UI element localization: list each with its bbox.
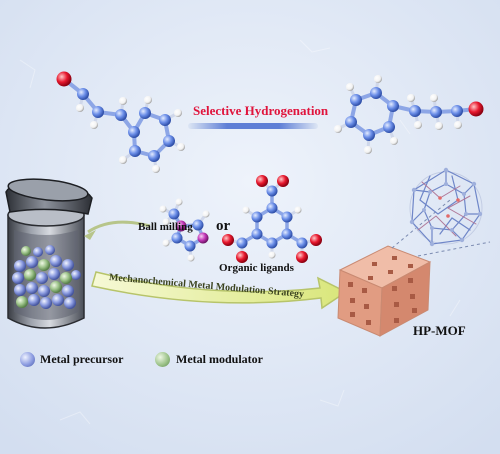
oxygen-atom (468, 101, 484, 117)
metal-modulator-legend-icon (155, 352, 170, 367)
carbon-atom (139, 107, 151, 119)
metal-precursor-legend-icon (20, 352, 35, 367)
zoom-line (391, 199, 451, 249)
ball-milling-arrow (87, 220, 151, 234)
hydrogen-atom (430, 94, 438, 102)
hydrogen-atom (119, 156, 127, 164)
organic-ligands-label: Organic ligands (219, 262, 294, 274)
hydrogen-atom (174, 109, 182, 117)
nitrogen-atom (175, 220, 187, 232)
hydrogen-atom (177, 143, 185, 151)
hydrogen-atom (119, 97, 127, 105)
carbon-atom (159, 114, 171, 126)
hydrogen-atom (90, 121, 98, 129)
hydrogen-atom (454, 121, 462, 129)
carbon-atom (192, 219, 204, 231)
background-texture (19, 39, 461, 425)
metal-precursor-legend-label: Metal precursor (40, 352, 124, 366)
hp-mof-cube (337, 245, 432, 337)
carbon-atom (128, 126, 140, 138)
carbon-atom (129, 145, 141, 157)
cinnamaldehyde-molecule (56, 71, 185, 173)
hydrogen-atom (346, 83, 354, 91)
oxygen-atom (256, 175, 268, 187)
metal-modulator-legend-label: Metal modulator (176, 352, 263, 366)
carbon-atom (451, 105, 463, 117)
or-label: or (216, 218, 231, 234)
hydrogen-atom (414, 121, 422, 129)
carbon-atom (409, 105, 421, 117)
hydrogen-atom (390, 137, 398, 145)
carbon-atom (168, 208, 180, 220)
carbon-atom (115, 109, 127, 121)
carbon-atom (92, 106, 104, 118)
hydrogen-atom (76, 104, 84, 112)
hydrogen-atom (407, 94, 415, 102)
hydrogen-atom (144, 96, 152, 104)
selective-hydrogenation-label: Selective Hydrogenation (193, 103, 329, 118)
carbon-atom (171, 232, 183, 244)
hydrogen-atom (364, 146, 372, 154)
hydrogen-atom (435, 122, 443, 130)
hp-mof-label: HP-MOF (413, 323, 466, 338)
trimesic-acid-molecule (222, 175, 322, 263)
carbon-atom (163, 135, 175, 147)
carbon-atom (387, 100, 399, 112)
oxygen-atom (310, 234, 322, 246)
ball-milling-label: Ball milling (138, 221, 193, 233)
oxygen-atom (277, 175, 289, 187)
hydrocinnamaldehyde-molecule (334, 75, 484, 154)
oxygen-atom (236, 251, 248, 263)
oxygen-atom (56, 71, 72, 87)
zoom-line (417, 241, 491, 257)
nitrogen-atom (197, 232, 209, 244)
carbon-atom (345, 116, 357, 128)
carbon-atom (383, 121, 395, 133)
hydrogen-atom (374, 75, 382, 83)
milling-balls (12, 245, 81, 309)
reaction-arrow (188, 123, 318, 129)
carbon-atom (370, 87, 382, 99)
carbon-atom (148, 150, 160, 162)
carbon-atom (77, 88, 89, 100)
oxygen-atom (222, 234, 234, 246)
carbon-atom (430, 106, 442, 118)
carbon-atom (350, 94, 362, 106)
mof-framework-structure (409, 167, 483, 247)
imidazole-molecule (159, 198, 210, 262)
cube-pores (348, 256, 417, 325)
carbon-atom (363, 129, 375, 141)
hydrogen-atom (152, 165, 160, 173)
oxygen-atom (296, 251, 308, 263)
jar-lid (5, 178, 93, 215)
carbon-atom (184, 240, 196, 252)
hydrogen-atom (334, 125, 342, 133)
